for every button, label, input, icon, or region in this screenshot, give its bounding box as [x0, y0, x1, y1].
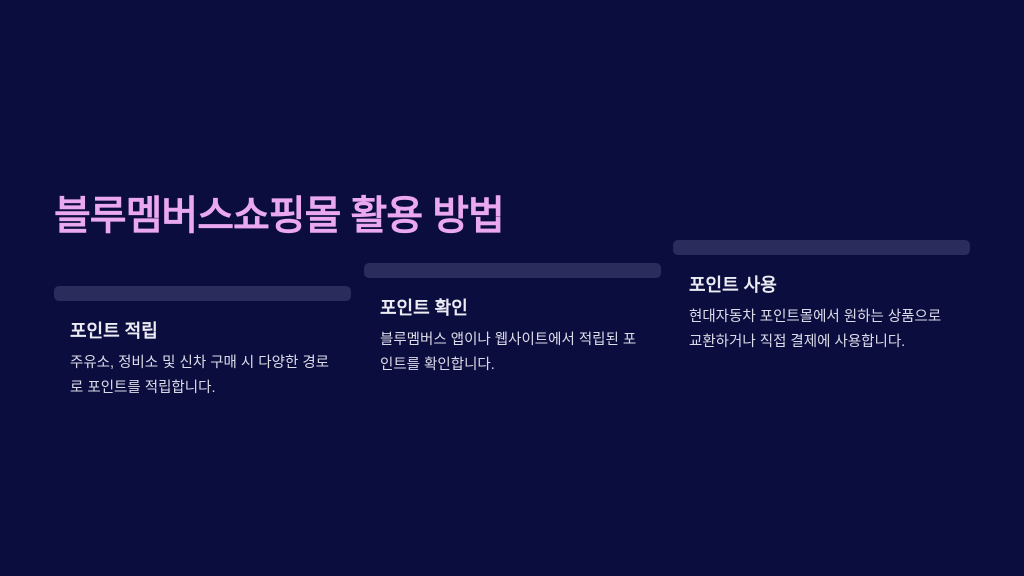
- step-card-check: 포인트 확인 블루멤버스 앱이나 웹사이트에서 적립된 포인트를 확인합니다.: [364, 263, 661, 378]
- step-description: 현대자동차 포인트몰에서 원하는 상품으로 교환하거나 직접 결제에 사용합니다…: [689, 309, 942, 350]
- step-description: 블루멤버스 앱이나 웹사이트에서 적립된 포인트를 확인합니다.: [380, 332, 637, 373]
- step-card-use: 포인트 사용 현대자동차 포인트몰에서 원하는 상품으로 교환하거나 직접 결제…: [673, 240, 970, 355]
- step-bar: [673, 240, 970, 255]
- step-bar: [364, 263, 661, 278]
- step-heading: 포인트 적립: [70, 321, 158, 341]
- page-title: 블루멤버스쇼핑몰 활용 방법: [54, 193, 505, 238]
- step-heading: 포인트 사용: [689, 275, 777, 295]
- step-heading: 포인트 확인: [380, 298, 468, 318]
- step-card-earn: 포인트 적립 주유소, 정비소 및 신차 구매 시 다양한 경로로 포인트를 적…: [54, 286, 351, 401]
- step-description: 주유소, 정비소 및 신차 구매 시 다양한 경로로 포인트를 적립합니다.: [70, 355, 330, 396]
- step-bar: [54, 286, 351, 301]
